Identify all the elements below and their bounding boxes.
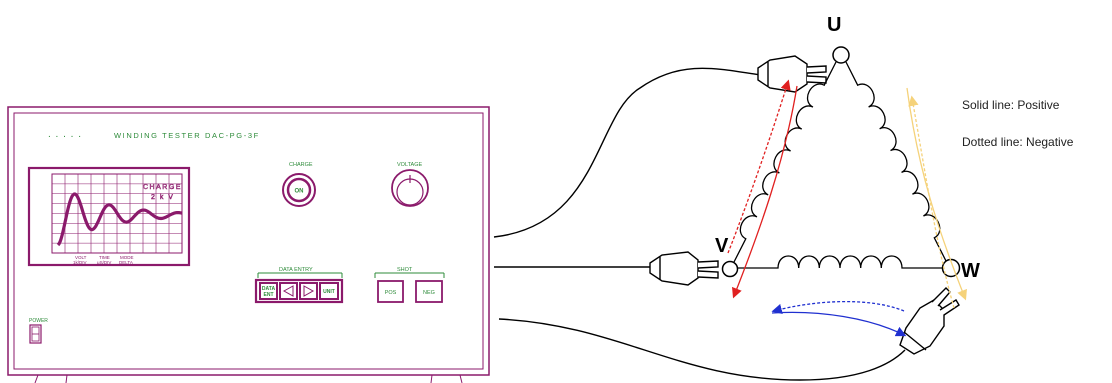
shot-label: SHOT (397, 267, 413, 273)
screen-volt-div: 1k/DIV (73, 260, 87, 265)
winding-uv (733, 61, 837, 263)
legend-solid-line: Solid line: Positive (962, 98, 1060, 112)
vw-positive-arrow (771, 311, 907, 337)
charge-on-button[interactable]: ON (282, 173, 316, 207)
voltage-label: VOLTAGE (397, 162, 422, 168)
indicator-dots: . . . . . (48, 129, 82, 140)
left-triangle-icon (282, 285, 294, 297)
clip-w (899, 287, 960, 355)
vw-current-arrows (771, 300, 907, 337)
clip-v (649, 251, 719, 286)
right-arrow-button[interactable] (299, 282, 318, 300)
oscilloscope-screen: CHARGE 2 k V VOLT 1k/DIV TIME μS/DIV MOD… (27, 166, 191, 267)
screen-mode-label: MODE (120, 255, 134, 260)
terminal-v (721, 260, 739, 278)
uv-positive-arrow (732, 85, 798, 299)
lead-w (498, 318, 906, 381)
data-entry-label: DATA ENTRY (279, 267, 313, 273)
screen-overlay-voltage: 2 k V (151, 194, 174, 201)
screen-overlay-charge: CHARGE (143, 184, 182, 191)
winding-vw (738, 255, 942, 269)
uw-positive-arrow (906, 87, 967, 301)
power-label: POWER (29, 318, 48, 324)
winding-uw (845, 61, 947, 262)
unit-label: UNIT (323, 289, 335, 295)
power-switch[interactable] (29, 324, 42, 344)
winding-triangle (733, 61, 947, 269)
neg-label: NEG (423, 290, 435, 296)
pos-label: POS (385, 290, 397, 296)
uw-current-arrows (906, 87, 967, 309)
uw-negative-arrow (908, 95, 955, 309)
charge-label: CHARGE (289, 162, 313, 168)
neg-shot-button[interactable]: NEG (415, 280, 443, 303)
screen-time-label: TIME (99, 255, 110, 260)
legend-dotted-line: Dotted line: Negative (962, 135, 1074, 149)
charge-on-label: ON (295, 189, 304, 195)
terminal-w-label: W (961, 260, 980, 282)
test-leads (493, 67, 906, 381)
vw-negative-arrow (771, 300, 905, 315)
waveform-trace (56, 192, 183, 247)
terminal-v-label: V (715, 235, 729, 257)
clip-u (757, 55, 827, 93)
screen-volt-label: VOLT (75, 255, 87, 260)
voltage-knob[interactable] (391, 169, 429, 207)
pos-shot-button[interactable]: POS (377, 280, 404, 303)
device-front-panel (7, 106, 490, 376)
uv-current-arrows (727, 79, 798, 299)
screen-mode-value: DELTA (119, 260, 133, 265)
terminal-u-label: U (827, 14, 841, 36)
lead-u (493, 67, 761, 238)
uv-negative-arrow (727, 79, 791, 254)
left-arrow-button[interactable] (279, 282, 298, 300)
unit-button[interactable]: UNIT (319, 282, 339, 300)
tester-device (7, 106, 490, 383)
screen-time-div: μS/DIV (97, 260, 111, 265)
terminal-u (832, 46, 850, 64)
device-title: WINDING TESTER DAC-PG-3F (114, 131, 260, 140)
right-triangle-icon (303, 285, 315, 297)
